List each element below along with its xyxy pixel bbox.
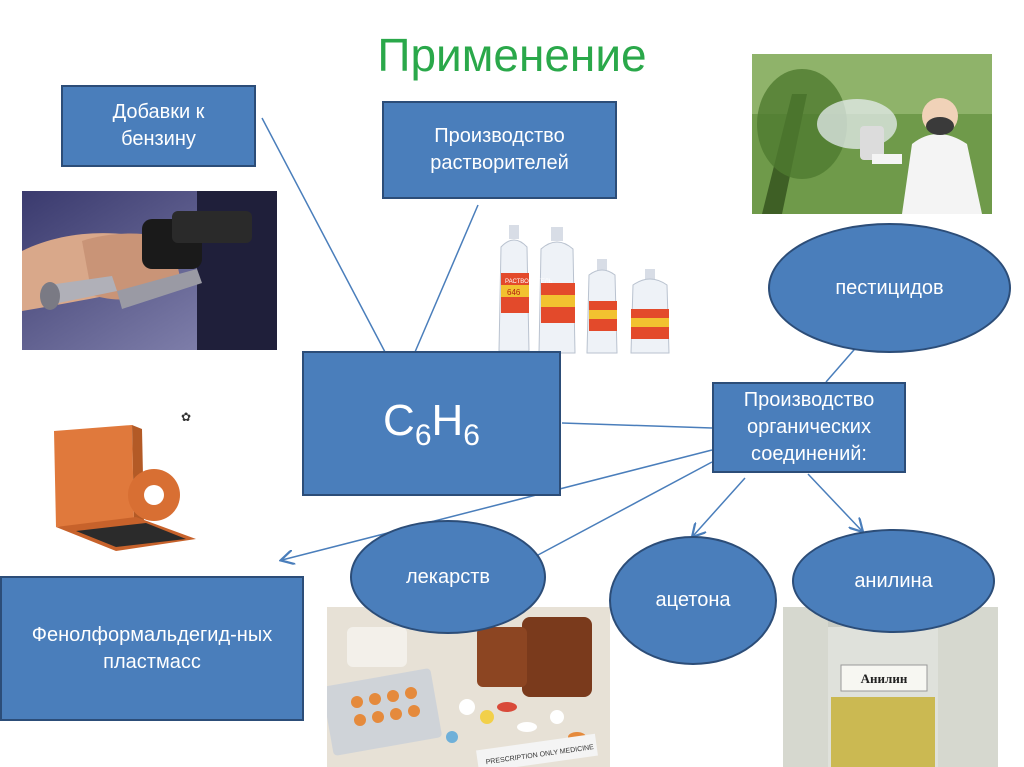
acetone-oval: ацетона: [609, 536, 777, 665]
pills-photo: PRESCRIPTION ONLY MEDICINE: [327, 607, 610, 767]
bottle-number: 646: [507, 288, 521, 297]
benzene-box: C6H6: [302, 351, 561, 496]
bottle-label: РАСТВОРИТЕЛЬ: [505, 279, 553, 285]
pesticides-oval: пестицидов: [768, 223, 1011, 353]
line-acetone: [693, 477, 746, 536]
line-phenol: [282, 449, 713, 560]
svg-text:✿: ✿: [181, 410, 191, 424]
medicines-oval: лекарств: [350, 520, 546, 634]
aniline-oval: анилина: [792, 529, 995, 633]
pesticide-sprayer-photo: [752, 54, 992, 214]
line-organic: [561, 422, 713, 429]
line-aniline: [807, 473, 862, 531]
benzene-formula: C6H6: [383, 395, 480, 452]
line-gasoline: [261, 117, 386, 353]
fuel-nozzle-photo: [22, 191, 277, 350]
line-medicines: [537, 461, 713, 556]
line-solvents: [414, 204, 479, 353]
gasoline-additives-box: Добавки к бензину: [61, 85, 256, 167]
phenol-plastics-box: Фенолформальдегид-ных пластмасс: [0, 576, 304, 721]
aniline-label: Анилин: [861, 671, 908, 686]
page-title: Применение: [377, 29, 647, 81]
organic-compounds-box: Производство органических соединений:: [712, 382, 906, 473]
solvents-box: Производство растворителей: [382, 101, 617, 199]
solvent-bottles-photo: РАСТВОРИТЕЛЬ 646: [497, 213, 677, 358]
phenol-plastics-photo: ✿: [46, 399, 206, 559]
